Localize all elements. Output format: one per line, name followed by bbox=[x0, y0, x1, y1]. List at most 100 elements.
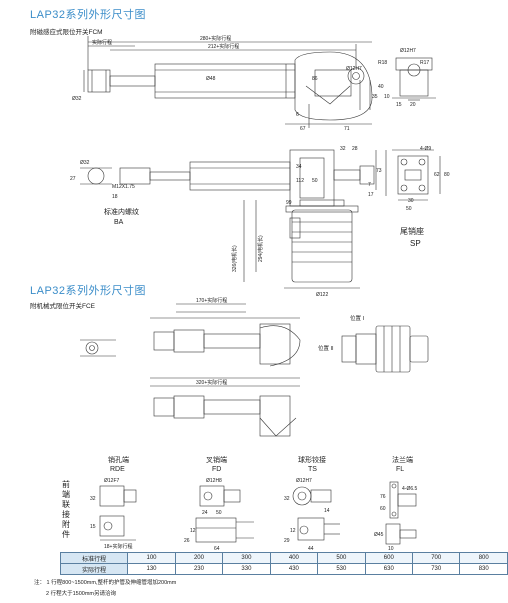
fl-10: 10 bbox=[388, 546, 394, 552]
dim-80: 80 bbox=[444, 172, 450, 178]
table-cell: 330 bbox=[222, 563, 271, 575]
table-cell: 500 bbox=[317, 552, 366, 564]
dim-r17: R17 bbox=[420, 60, 429, 66]
ba-label: 标准内螺纹 bbox=[104, 207, 139, 216]
fd-50: 50 bbox=[216, 510, 222, 516]
table-cell: 430 bbox=[269, 563, 319, 575]
stroke-table: 标准行程 100 200 300 400 500 600 700 800 实际行… bbox=[59, 552, 508, 575]
section2-title: LAP32系列外形尺寸图 bbox=[30, 285, 147, 297]
dim-4d9: 4-Ø9 bbox=[420, 146, 431, 152]
dim-d122: Ø122 bbox=[316, 292, 328, 298]
notes-label: 注： bbox=[34, 580, 46, 586]
row-header-standard: 标准行程 bbox=[59, 552, 129, 564]
rde-15: 15 bbox=[90, 524, 96, 530]
table-cell: 630 bbox=[364, 563, 414, 575]
dim-18: 18 bbox=[112, 194, 118, 200]
table-cell: 130 bbox=[127, 563, 176, 575]
fce-dim-bottom: 320+实际行程 bbox=[196, 379, 227, 386]
notes: 注： 1 行程800~1500mm,整杆的护管及伸缩管增加200mm bbox=[34, 578, 176, 586]
dim-62: 62 bbox=[434, 172, 440, 178]
table-cell: 100 bbox=[127, 552, 176, 564]
acc-rde-name: 销孔端 bbox=[108, 455, 129, 464]
rde-18: 18+实际行程 bbox=[104, 543, 132, 550]
sp-code: SP bbox=[410, 239, 421, 248]
ts-d12: Ø12H7 bbox=[296, 478, 312, 484]
table-cell: 300 bbox=[222, 552, 271, 564]
accessories-side-label: 前端联接附件 bbox=[62, 480, 70, 539]
dim-73: 73 bbox=[376, 168, 382, 174]
dim-27: 27 bbox=[70, 176, 76, 182]
ts-32: 32 bbox=[284, 496, 290, 502]
dim-112: 112 bbox=[296, 178, 304, 184]
dim-30: 30 bbox=[408, 198, 414, 204]
section1-title: LAP32系列外形尺寸图 bbox=[30, 9, 147, 21]
acc-fl-code: FL bbox=[396, 466, 404, 473]
acc-fd-name: 叉销端 bbox=[206, 455, 227, 464]
accessory-rde bbox=[99, 485, 137, 541]
pos1-label: 位置 I bbox=[350, 314, 365, 322]
fce-dim-top: 170+实际行程 bbox=[196, 297, 227, 304]
dim-r18: R18 bbox=[378, 60, 387, 66]
dim-71: 71 bbox=[344, 126, 350, 132]
ts-29: 29 bbox=[284, 538, 290, 544]
dim-35: 35 bbox=[372, 94, 378, 100]
dim-d12h7-b: Ø12H7 bbox=[346, 66, 362, 72]
fd-12: 12 bbox=[190, 528, 196, 534]
acc-rde-code: RDE bbox=[110, 466, 125, 473]
fl-d45: Ø45 bbox=[374, 532, 384, 538]
row-header-actual: 实际行程 bbox=[59, 563, 129, 575]
acc-ts-code: TS bbox=[308, 466, 317, 473]
actuator-fce-view1 bbox=[150, 303, 301, 379]
dim-m12: M12X1.75 bbox=[112, 184, 135, 190]
dim-294: 294(电机长) bbox=[257, 235, 264, 262]
rear-pin-base-sp bbox=[392, 149, 441, 201]
dim-34: 34 bbox=[296, 164, 302, 170]
table-row: 标准行程 100 200 300 400 500 600 700 800 bbox=[59, 552, 508, 564]
ts-44: 44 bbox=[308, 546, 314, 552]
acc-ts-name: 球形铰接 bbox=[298, 455, 326, 464]
ts-12: 12 bbox=[290, 528, 296, 534]
fl-4d65: 4-Ø6.5 bbox=[402, 486, 418, 492]
table-cell: 530 bbox=[317, 563, 366, 575]
dim-d32: Ø32 bbox=[72, 96, 82, 102]
dim-99: 99 bbox=[286, 200, 292, 206]
note-2: 2 行程大于1500mm另请洽询 bbox=[46, 591, 116, 597]
table-row: 实际行程 130 230 330 430 530 630 730 830 bbox=[59, 563, 508, 575]
table-cell: 700 bbox=[411, 552, 461, 564]
fd-26: 26 bbox=[184, 538, 190, 544]
table-cell: 730 bbox=[411, 563, 461, 575]
rde-d12: Ø12F7 bbox=[104, 478, 120, 484]
section1-subtitle: 附磁感应式限位开关FCM bbox=[30, 29, 103, 36]
dim-17: 17 bbox=[368, 192, 374, 198]
fce-end-detail bbox=[80, 339, 116, 357]
dim-d32b: Ø32 bbox=[80, 160, 90, 166]
table-cell: 200 bbox=[174, 552, 224, 564]
sp-label: 尾销座 bbox=[400, 226, 424, 236]
actuator-top-view bbox=[83, 36, 373, 128]
section2-subtitle: 附机械式限位开关FCE bbox=[30, 303, 95, 310]
dim-6: 6 bbox=[296, 112, 299, 118]
dim-7: 7 bbox=[368, 182, 371, 188]
fd-d12: Ø12H8 bbox=[206, 478, 222, 484]
table-cell: 800 bbox=[459, 552, 508, 564]
dim-28: 28 bbox=[352, 146, 358, 152]
dim-40: 40 bbox=[378, 84, 384, 90]
table-cell: 600 bbox=[364, 552, 414, 564]
fl-76: 76 bbox=[380, 494, 386, 500]
fd-64: 64 bbox=[214, 546, 220, 552]
dim-d12h7-a: Ø12H7 bbox=[400, 48, 416, 54]
table-cell: 400 bbox=[269, 552, 319, 564]
acc-fl-name: 法兰端 bbox=[392, 455, 413, 464]
accessory-ts bbox=[292, 486, 340, 541]
dim-67: 67 bbox=[300, 126, 306, 132]
dim-10: 10 bbox=[384, 94, 390, 100]
dim-280: 280+实际行程 bbox=[200, 35, 231, 42]
dim-20: 20 bbox=[410, 102, 416, 108]
rde-32: 32 bbox=[90, 496, 96, 502]
accessory-fl bbox=[385, 481, 417, 545]
dim-15: 15 bbox=[396, 102, 402, 108]
note-1: 1 行程800~1500mm,整杆的护管及伸缩管增加200mm bbox=[46, 580, 177, 586]
pos2-label: 位置 II bbox=[318, 344, 334, 352]
dim-212: 212+实际行程 bbox=[208, 43, 239, 50]
